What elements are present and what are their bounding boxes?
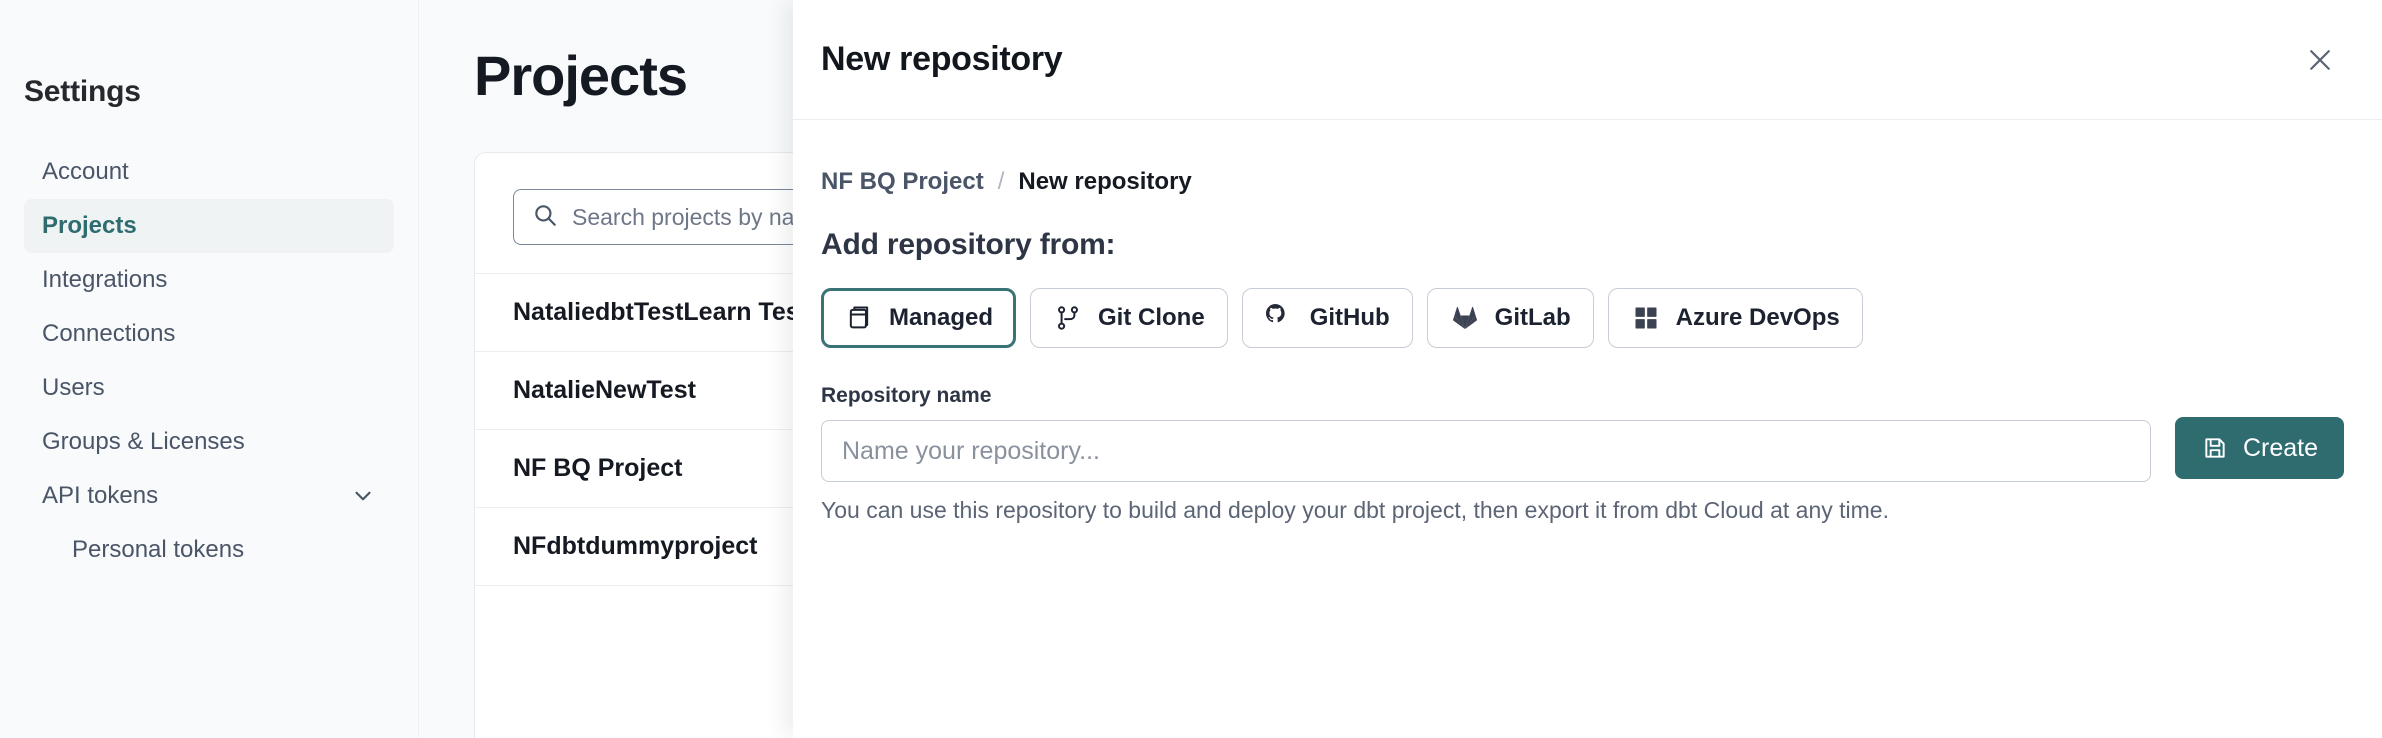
- sidebar-item-api-tokens[interactable]: API tokens: [24, 469, 394, 523]
- project-name: NFdbtdummyproject: [513, 532, 758, 560]
- project-name: NF BQ Project: [513, 454, 683, 482]
- add-repository-heading: Add repository from:: [821, 228, 1116, 261]
- repository-name-block: Repository name You can use this reposit…: [821, 384, 2344, 524]
- sidebar-item-connections[interactable]: Connections: [24, 307, 394, 361]
- page-title: Projects: [474, 44, 688, 107]
- new-repository-modal: New repository NF BQ Project / New repos…: [793, 0, 2382, 738]
- repository-name-input[interactable]: [821, 420, 2151, 482]
- azure-devops-icon: [1631, 303, 1661, 333]
- save-icon: [2201, 434, 2229, 462]
- source-tab-label: Git Clone: [1098, 304, 1205, 331]
- database-stack-icon: [844, 303, 874, 333]
- breadcrumb-current: New repository: [1018, 168, 1192, 195]
- sidebar-title: Settings: [24, 75, 141, 108]
- sidebar-item-users[interactable]: Users: [24, 361, 394, 415]
- source-tab-label: GitLab: [1494, 304, 1571, 331]
- breadcrumb-parent[interactable]: NF BQ Project: [821, 168, 984, 195]
- project-name: NatalieNewTest: [513, 376, 696, 404]
- sidebar-item-label: Account: [42, 158, 129, 185]
- sidebar-item-personal-tokens[interactable]: Personal tokens: [24, 523, 394, 577]
- sidebar-item-label: API tokens: [42, 482, 159, 509]
- sidebar-item-account[interactable]: Account: [24, 145, 394, 199]
- sidebar-item-label: Connections: [42, 320, 176, 347]
- repository-name-label: Repository name: [821, 384, 992, 407]
- git-branch-icon: [1053, 303, 1083, 333]
- source-tab-label: GitHub: [1309, 304, 1390, 331]
- create-button[interactable]: Create: [2174, 417, 2344, 479]
- repository-name-column: Repository name You can use this reposit…: [821, 384, 2151, 524]
- source-tab-label: Azure DevOps: [1675, 304, 1840, 331]
- project-name: NataliedbtTestLearn Test: [513, 298, 808, 326]
- source-tab-azure-devops[interactable]: Azure DevOps: [1607, 288, 1863, 348]
- github-icon: [1265, 303, 1295, 333]
- modal-title: New repository: [821, 40, 1063, 78]
- source-tab-github[interactable]: GitHub: [1241, 288, 1413, 348]
- sidebar-item-label: Integrations: [42, 266, 168, 293]
- source-tab-git-clone[interactable]: Git Clone: [1030, 288, 1228, 348]
- source-tab-managed[interactable]: Managed: [821, 288, 1017, 348]
- close-icon[interactable]: [2296, 36, 2344, 84]
- search-icon: [532, 202, 558, 233]
- gitlab-icon: [1450, 303, 1480, 333]
- modal-header: New repository: [793, 0, 2382, 120]
- sidebar-item-projects[interactable]: Projects: [24, 199, 394, 253]
- repository-helper-text: You can use this repository to build and…: [821, 497, 1889, 523]
- sidebar-item-label: Projects: [42, 212, 137, 239]
- breadcrumb-separator: /: [997, 168, 1005, 195]
- breadcrumb: NF BQ Project / New repository: [821, 168, 2344, 196]
- modal-body: NF BQ Project / New repository Add repos…: [793, 120, 2382, 738]
- repository-source-tabs: Managed Git Clone GitHub GitLab Azure DevOps: [821, 288, 2344, 348]
- sidebar-item-label: Users: [42, 374, 105, 401]
- sidebar-item-label: Groups & Licenses: [42, 428, 245, 455]
- sidebar-item-label: Personal tokens: [72, 536, 245, 563]
- sidebar-item-integrations[interactable]: Integrations: [24, 253, 394, 307]
- sidebar-item-groups-licenses[interactable]: Groups & Licenses: [24, 415, 394, 469]
- source-tab-gitlab[interactable]: GitLab: [1426, 288, 1594, 348]
- chevron-down-icon[interactable]: [350, 483, 376, 509]
- create-button-label: Create: [2242, 433, 2318, 462]
- source-tab-label: Managed: [889, 304, 994, 331]
